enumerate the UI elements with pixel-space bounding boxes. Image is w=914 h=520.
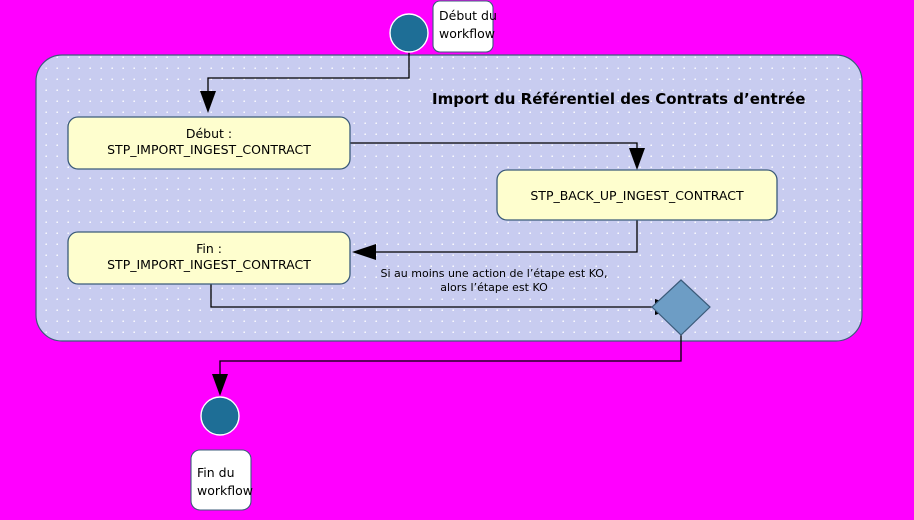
arrowhead-activity2-to-activity3 [352,244,376,260]
arrowhead-start-to-activity1 [200,91,216,113]
end-note [190,449,252,511]
activity-fin-import[interactable] [67,231,351,285]
edge-decision-to-end [219,335,682,374]
end-node[interactable] [200,396,240,436]
edge-label-ko-line1: Si au moins une action de l’étape est KO… [381,267,608,280]
decision-node[interactable] [651,279,711,336]
activity-backup-line1: STP_BACK_UP_INGEST_CONTRACT [530,188,744,203]
activity-fin-import-line2: STP_IMPORT_INGEST_CONTRACT [107,257,311,272]
activity-debut-import-line1: Début : [186,126,232,141]
start-node[interactable] [389,13,429,53]
arrowhead-decision-to-end [212,374,228,396]
edge-activity2-to-activity3 [376,220,638,253]
edge-activity1-to-activity2 [350,142,638,148]
activity-fin-import-line1: Fin : [196,241,222,256]
activity-debut-import-line2: STP_IMPORT_INGEST_CONTRACT [107,142,311,157]
activity-backup[interactable] [496,169,778,221]
start-note-line2: workflow [439,26,495,41]
start-note [432,0,494,53]
edge-label-ko-line2: alors l’étape est KO [440,281,548,294]
end-note-line2: workflow [197,483,253,498]
partition-title: Import du Référentiel des Contrats d’ent… [432,90,805,108]
activity-debut-import[interactable] [67,116,351,170]
edge-start-to-activity1 [207,52,410,92]
start-note-line1: Début du [439,8,497,23]
arrowhead-activity1-to-activity2 [629,148,645,170]
edge-activity3-to-decision [210,284,655,308]
end-note-line1: Fin du [197,465,235,480]
